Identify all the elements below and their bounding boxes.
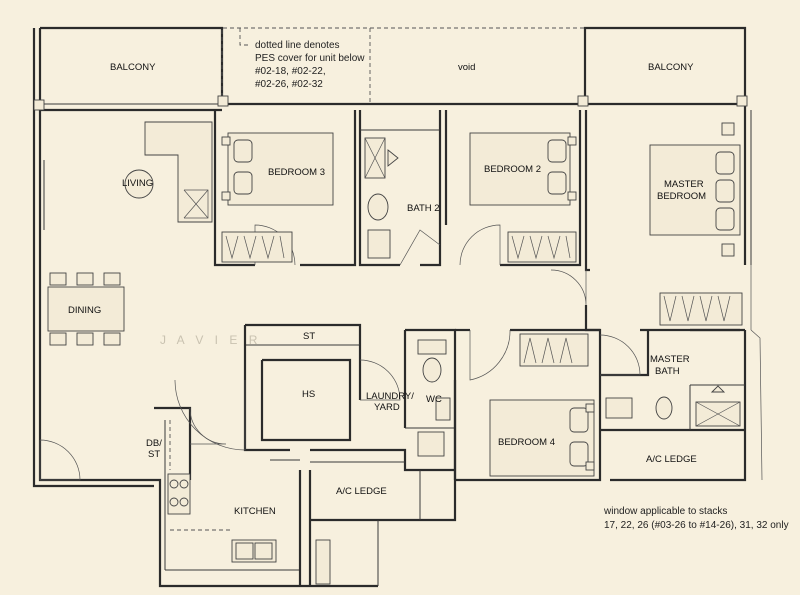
label-master-bedroom-line1: MASTER — [664, 179, 704, 190]
label-balcony-left: BALCONY — [110, 62, 156, 73]
label-bedroom-2: BEDROOM 2 — [484, 164, 541, 175]
label-master-bath-line1: MASTER — [650, 354, 690, 365]
room-labels: BALCONY BALCONY void LIVING DINING BEDRO… — [68, 62, 706, 517]
window-note-line2: 17, 22, 26 (#03-26 to #14-26), 31, 32 on… — [604, 520, 789, 531]
label-bedroom-4: BEDROOM 4 — [498, 437, 555, 448]
pes-note-line2: PES cover for unit below — [255, 53, 365, 64]
pes-note-line4: #02-26, #02-32 — [255, 79, 323, 90]
label-db-st-line2: ST — [148, 449, 160, 460]
furniture — [43, 121, 743, 585]
label-db-st-line1: DB/ — [146, 438, 162, 449]
watermark: J A V I E R — [160, 333, 261, 347]
label-laundry-line2: YARD — [374, 402, 400, 413]
pes-note-line1: dotted line denotes — [255, 40, 340, 51]
window-note-line1: window applicable to stacks — [603, 506, 727, 517]
label-wc: WC — [426, 394, 442, 405]
leader-lines — [239, 28, 763, 481]
label-void: void — [458, 62, 475, 73]
label-hs: HS — [302, 389, 315, 400]
label-living: LIVING — [122, 178, 153, 189]
walls — [32, 26, 752, 588]
label-bedroom-3: BEDROOM 3 — [268, 167, 325, 178]
label-ac-ledge-bottom: A/C LEDGE — [336, 486, 387, 497]
label-laundry-line1: LAUNDRY/ — [366, 391, 414, 402]
notes: dotted line denotes PES cover for unit b… — [255, 40, 789, 531]
pes-note-line3: #02-18, #02-22, — [255, 66, 326, 77]
label-dining: DINING — [68, 305, 101, 316]
label-balcony-right: BALCONY — [648, 62, 694, 73]
columns — [33, 95, 748, 111]
label-master-bath-line2: BATH — [655, 366, 680, 377]
label-kitchen: KITCHEN — [234, 506, 276, 517]
label-st: ST — [303, 331, 315, 342]
label-bath-2: BATH 2 — [407, 203, 440, 214]
label-ac-ledge-right: A/C LEDGE — [646, 454, 697, 465]
label-master-bedroom-line2: BEDROOM — [657, 191, 706, 202]
